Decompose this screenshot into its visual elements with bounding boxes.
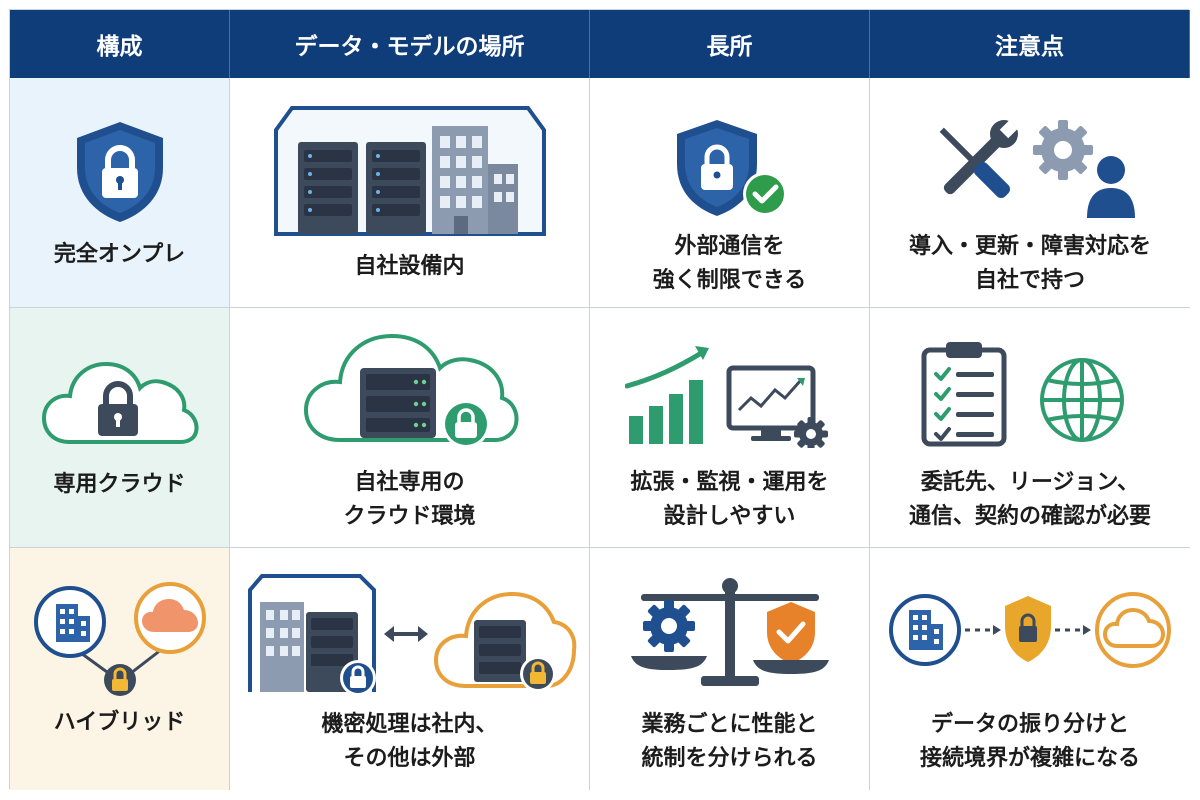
cloud-lock-icon [10,352,229,452]
row-onprem-location-cell: 自社設備内 [230,78,590,308]
row-hybrid-location-cell: 機密処理は社内、 その他は外部 [230,548,590,790]
shield-check-icon [590,114,869,224]
config-label: 専用クラウド [53,472,186,497]
header-location: データ・モデルの場所 [230,10,590,78]
balance-scale-icon [590,572,869,692]
building-cloud-lock-icon [10,576,229,696]
comparison-table: 構成 データ・モデルの場所 長所 注意点 完全オンプレ [9,9,1190,790]
growth-chart-monitor-icon [590,344,869,448]
building-lock-cloud-connection-icon [870,588,1190,678]
row-dedicated-config-cell: 専用クラウド [10,308,230,548]
cons-label: データの振り分けと 接続境界が複雑になる [919,712,1140,771]
pros-label: 外部通信を 強く制限できる [652,234,807,293]
config-label: 完全オンプレ [53,242,186,267]
header-config: 構成 [10,10,230,78]
row-onprem-config-cell: 完全オンプレ [10,78,230,308]
tools-gear-user-icon [870,108,1190,218]
location-label: 自社設備内 [354,254,465,279]
config-label: ハイブリッド [53,710,186,735]
datacenter-building-icon [230,100,589,240]
location-label: 自社専用の クラウド環境 [343,470,476,529]
row-hybrid-cons-cell: データの振り分けと 接続境界が複雑になる [870,548,1190,790]
checklist-globe-icon [870,338,1190,448]
location-label: 機密処理は社内、 その他は外部 [321,712,498,771]
cloud-server-lock-icon [230,322,589,452]
header-cons: 注意点 [870,10,1190,78]
row-hybrid-config-cell: ハイブリッド [10,548,230,790]
pros-label: 業務ごとに性能と 統制を分けられる [641,712,818,771]
header-pros: 長所 [590,10,870,78]
cons-label: 委託先、リージョン、 通信、契約の確認が必要 [908,470,1151,529]
row-dedicated-location-cell: 自社専用の クラウド環境 [230,308,590,548]
row-hybrid-pros-cell: 業務ごとに性能と 統制を分けられる [590,548,870,790]
shield-lock-icon [10,116,229,226]
row-dedicated-cons-cell: 委託先、リージョン、 通信、契約の確認が必要 [870,308,1190,548]
onprem-cloud-sync-icon [230,568,589,698]
cons-label: 導入・更新・障害対応を 自社で持つ [908,234,1151,293]
row-dedicated-pros-cell: 拡張・監視・運用を 設計しやすい [590,308,870,548]
row-onprem-pros-cell: 外部通信を 強く制限できる [590,78,870,308]
row-onprem-cons-cell: 導入・更新・障害対応を 自社で持つ [870,78,1190,308]
pros-label: 拡張・監視・運用を 設計しやすい [630,470,829,529]
